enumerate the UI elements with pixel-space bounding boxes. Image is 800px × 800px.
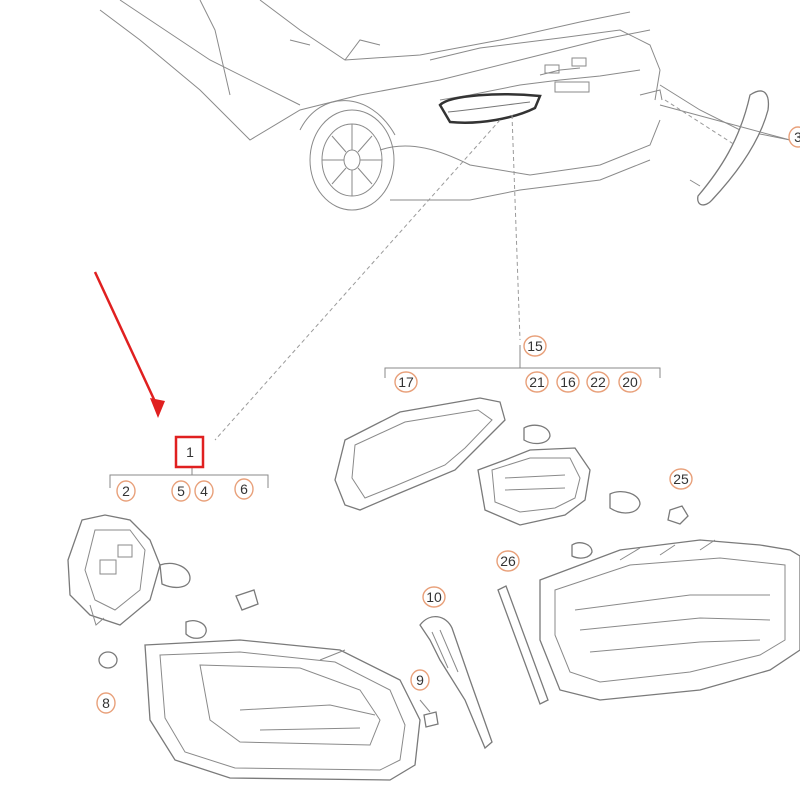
outer-tail-light-assembly — [67, 468, 439, 781]
callout-number: 5 — [177, 483, 185, 499]
callout-ring — [523, 335, 547, 357]
inner-tail-light-group — [334, 345, 800, 705]
callout-number: 2 — [122, 483, 130, 499]
callout-number: 16 — [560, 374, 576, 390]
callout-8: 8 — [96, 692, 116, 714]
callout-21: 21 — [525, 371, 549, 393]
callout-number: 26 — [500, 553, 516, 569]
callout-ring — [234, 478, 254, 500]
callout-number: 21 — [529, 374, 545, 390]
callout-number: 6 — [240, 481, 248, 497]
callout-ring — [116, 480, 136, 502]
callout-ring — [394, 371, 418, 393]
callout-5: 5 — [171, 480, 191, 502]
callout-ring — [96, 692, 116, 714]
callout-2: 2 — [116, 480, 136, 502]
callout-number: 4 — [200, 483, 208, 499]
callout-number: 3 — [794, 129, 800, 145]
callout-number: 10 — [426, 589, 442, 605]
callout-ring — [788, 126, 800, 148]
callout-26: 26 — [496, 550, 520, 572]
callout-number: 9 — [416, 672, 424, 688]
callout-3: 3 — [788, 126, 800, 148]
callout-ring — [410, 669, 430, 691]
callout-ring — [496, 550, 520, 572]
callout-number: 8 — [102, 695, 110, 711]
vehicle-rear-outline — [99, 0, 791, 211]
trim-clip-part — [419, 616, 493, 750]
callout-ring — [556, 371, 580, 393]
callout-number: 22 — [590, 374, 606, 390]
callout-number: 17 — [398, 374, 414, 390]
callout-ring — [586, 371, 610, 393]
callout-15: 15 — [523, 335, 547, 357]
highlight-marker — [93, 271, 205, 469]
callout-number: 25 — [673, 471, 689, 487]
callout-number: 15 — [527, 338, 543, 354]
callout-17: 17 — [394, 371, 418, 393]
callout-ring — [618, 371, 642, 393]
rear-bumper-reflector-part — [689, 90, 770, 206]
callout-ring — [669, 468, 693, 490]
callout-number: 20 — [622, 374, 638, 390]
callout-20: 20 — [618, 371, 642, 393]
callout-4: 4 — [194, 480, 214, 502]
callout-16: 16 — [556, 371, 580, 393]
callout-ring — [194, 480, 214, 502]
callout-labels: 1 2 3 45 6 8 9 10 15 16 17 20 21 22 25 26 — [96, 126, 800, 714]
callout-ring — [525, 371, 549, 393]
callout-ring — [422, 586, 446, 608]
callout-9: 9 — [410, 669, 430, 691]
callout-10: 10 — [422, 586, 446, 608]
leader-lines — [214, 99, 791, 441]
callout-6: 6 — [234, 478, 254, 500]
callout-22: 22 — [586, 371, 610, 393]
callout-1: 1 — [186, 444, 194, 460]
callout-number: 1 — [186, 444, 194, 460]
callout-ring — [171, 480, 191, 502]
callout-25: 25 — [669, 468, 693, 490]
